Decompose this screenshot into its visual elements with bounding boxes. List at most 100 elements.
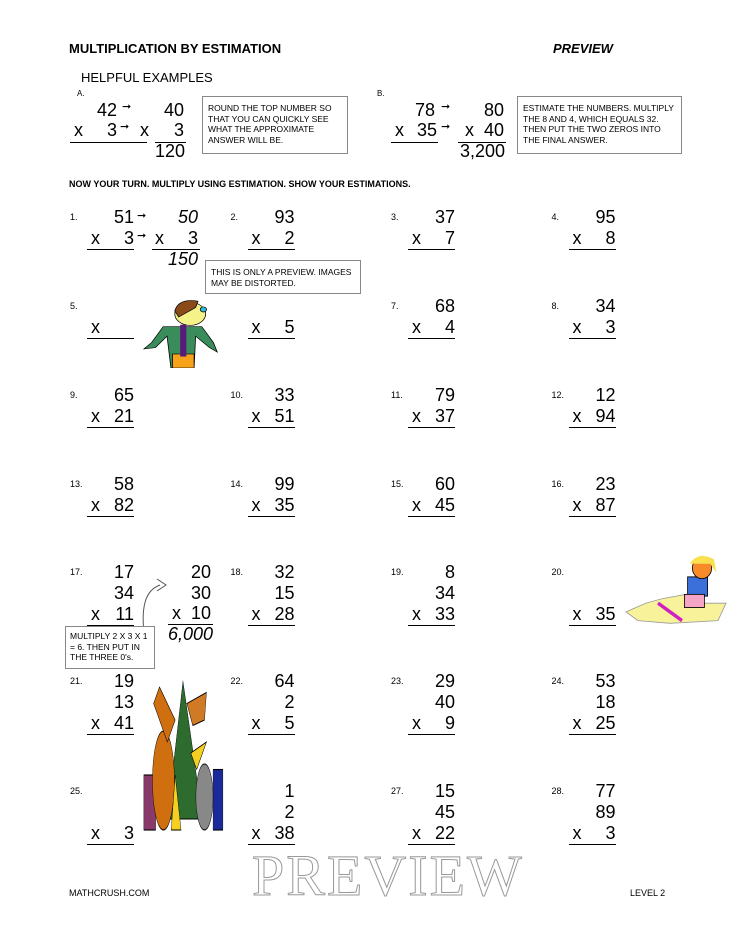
answer-space[interactable] bbox=[569, 626, 616, 662]
factor: 34 bbox=[113, 583, 134, 603]
example-b-top: 78 bbox=[414, 100, 435, 120]
answer-space[interactable] bbox=[569, 735, 616, 771]
problem-number: 4. bbox=[551, 212, 560, 222]
times-sign: x bbox=[572, 228, 582, 248]
times-sign: x bbox=[91, 713, 100, 733]
times-sign: x bbox=[572, 406, 582, 426]
answer-space[interactable] bbox=[248, 428, 295, 464]
problem-5: x bbox=[87, 296, 134, 375]
instructions: NOW YOUR TURN. MULTIPLY USING ESTIMATION… bbox=[69, 179, 411, 189]
answer-space[interactable] bbox=[408, 626, 455, 662]
answer-space[interactable] bbox=[569, 517, 616, 553]
times-sign: x bbox=[251, 228, 261, 248]
example-a-note: ROUND THE TOP NUMBER SO THAT YOU CAN QUI… bbox=[202, 96, 348, 154]
times-sign: x bbox=[395, 120, 404, 140]
multiplier: 3 bbox=[123, 823, 134, 843]
multiplier: 35 bbox=[274, 495, 295, 515]
multiplier: 28 bbox=[274, 604, 295, 624]
example-b-answer: 3,200 bbox=[459, 141, 505, 161]
times-sign: x bbox=[74, 120, 83, 140]
factor: 51 bbox=[113, 207, 134, 227]
answer-space[interactable] bbox=[569, 845, 616, 881]
problem-number: 20. bbox=[551, 567, 565, 577]
multiplier: 4 bbox=[444, 317, 455, 337]
answer-space[interactable] bbox=[408, 339, 455, 375]
underline bbox=[70, 142, 147, 143]
times-sign: x bbox=[172, 603, 181, 623]
p17-answer: 6,000 bbox=[167, 624, 213, 644]
answer-space[interactable] bbox=[569, 339, 616, 375]
answer-space[interactable] bbox=[248, 735, 295, 771]
answer-space[interactable] bbox=[408, 735, 455, 771]
underline bbox=[458, 142, 506, 143]
multiplier: 3 bbox=[123, 228, 134, 248]
problem-number: 1. bbox=[70, 212, 78, 222]
factor: 93 bbox=[274, 207, 295, 227]
answer-space[interactable] bbox=[408, 250, 455, 286]
factor bbox=[87, 296, 134, 317]
example-a-est-top: 40 bbox=[163, 100, 184, 120]
factor: 15 bbox=[434, 781, 455, 801]
answer-space[interactable] bbox=[87, 339, 134, 375]
times-sign: x bbox=[91, 823, 100, 843]
times-sign: x bbox=[251, 317, 261, 337]
multiplier: 5 bbox=[284, 713, 295, 733]
example-b-label: B. bbox=[377, 89, 385, 98]
example-a-answer: 120 bbox=[154, 141, 185, 161]
example-a-bottom: 3 bbox=[106, 120, 117, 140]
multiplier: 87 bbox=[595, 495, 616, 515]
multiplier: 21 bbox=[113, 406, 134, 426]
multiplier: 2 bbox=[284, 228, 295, 248]
underline bbox=[155, 142, 186, 143]
answer-space[interactable] bbox=[569, 428, 616, 464]
problem-number: 25. bbox=[70, 786, 83, 796]
factor: 65 bbox=[113, 385, 134, 405]
answer-space[interactable] bbox=[248, 626, 295, 662]
multiplier: 35 bbox=[595, 604, 616, 624]
multiplier: 9 bbox=[444, 713, 455, 733]
problem-number: 14. bbox=[230, 479, 244, 489]
underline bbox=[391, 142, 438, 143]
multiplier: 37 bbox=[434, 406, 455, 426]
answer-space[interactable] bbox=[87, 250, 134, 286]
example-a-est-bottom: 3 bbox=[173, 120, 184, 140]
factor: 77 bbox=[595, 781, 616, 801]
examples-heading: HELPFUL EXAMPLES bbox=[81, 70, 213, 85]
factor bbox=[248, 296, 295, 317]
factor: 2 bbox=[284, 692, 295, 712]
answer-space[interactable] bbox=[248, 339, 295, 375]
answer-space[interactable] bbox=[408, 428, 455, 464]
answer-space[interactable] bbox=[248, 517, 295, 553]
factor: 37 bbox=[434, 207, 455, 227]
problem-number: 3. bbox=[391, 212, 399, 222]
answer-space[interactable] bbox=[87, 845, 134, 881]
p17-est-mult: 10 bbox=[190, 603, 211, 623]
answer-space[interactable] bbox=[87, 428, 134, 464]
multiplier: 25 bbox=[595, 713, 616, 733]
answer-space[interactable] bbox=[87, 735, 134, 771]
times-sign: x bbox=[412, 495, 421, 515]
answer-space[interactable] bbox=[87, 517, 134, 553]
answer-space[interactable] bbox=[569, 250, 616, 286]
times-sign: x bbox=[91, 406, 100, 426]
answer-space[interactable] bbox=[408, 517, 455, 553]
problem-number: 12. bbox=[551, 390, 565, 400]
